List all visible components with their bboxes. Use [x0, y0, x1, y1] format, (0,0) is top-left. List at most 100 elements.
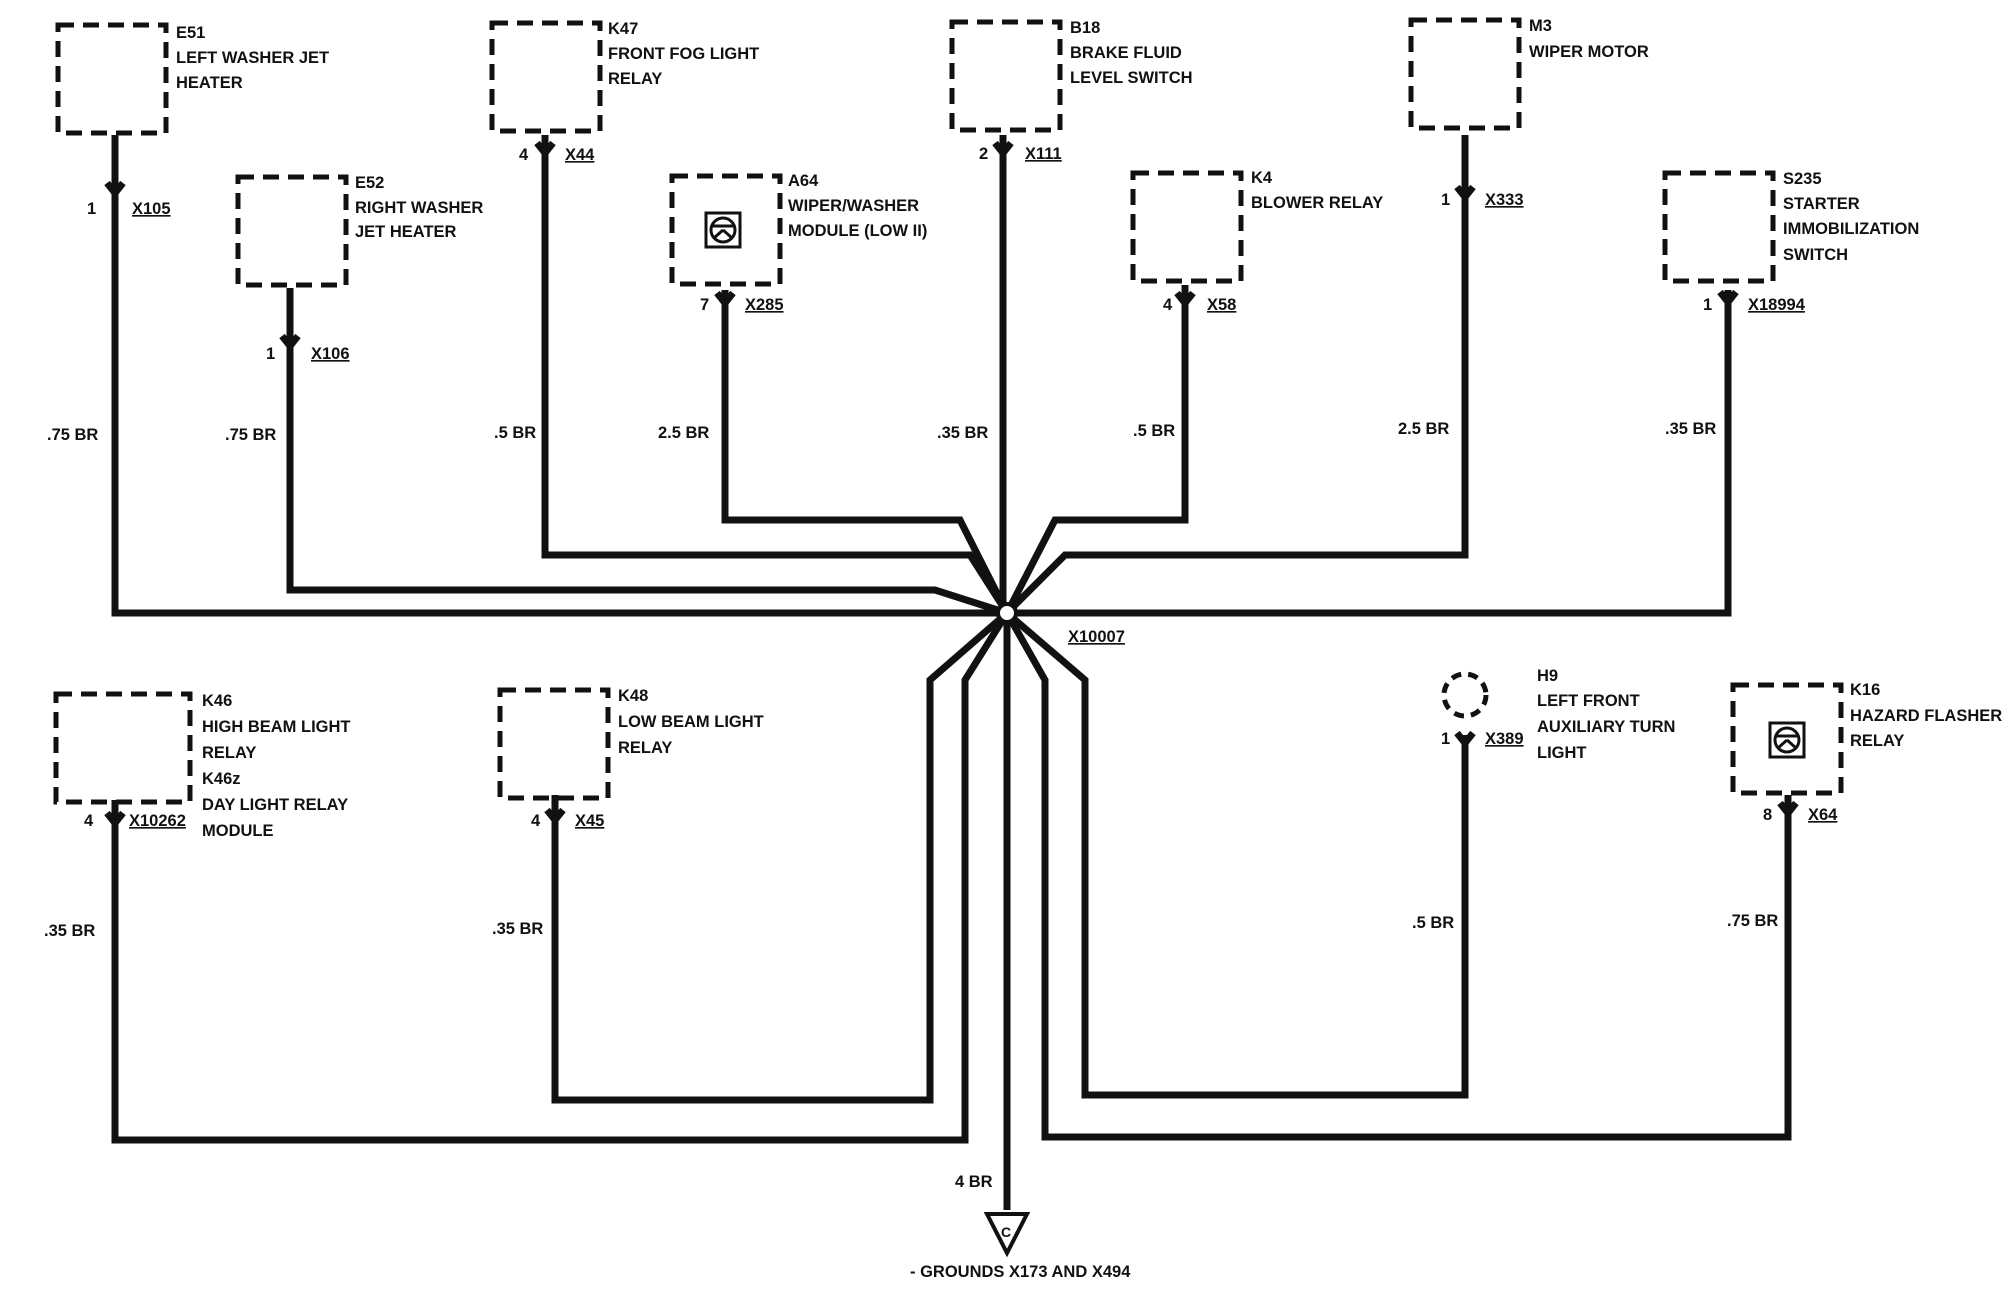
- k47-wire-label: .5 BR: [494, 424, 536, 442]
- k4-pin-arrow: [1174, 290, 1196, 309]
- k48-line2: RELAY: [618, 739, 672, 757]
- s235-pin: 1: [1703, 296, 1712, 314]
- h9-line1: LEFT FRONT: [1537, 692, 1640, 710]
- k4-box: [1130, 170, 1244, 284]
- component-b18: B18 BRAKE FLUID LEVEL SWITCH 2 X111 .35 …: [937, 19, 1193, 442]
- m3-line1: WIPER MOTOR: [1529, 43, 1649, 61]
- component-a64: A64 WIPER/WASHER MODULE (LOW II) 7 X285 …: [658, 172, 927, 442]
- k47-pin-arrow: [534, 140, 556, 159]
- component-k4: K4 BLOWER RELAY 4 X58 .5 BR: [1130, 169, 1383, 440]
- ground-label: - GROUNDS X173 AND X494: [910, 1263, 1131, 1281]
- m3-pin: 1: [1441, 191, 1450, 209]
- component-e51: E51 LEFT WASHER JET HEATER 1 X105 .75 BR: [47, 22, 329, 444]
- component-s235: S235 STARTER IMMOBILIZATION SWITCH 1 X18…: [1662, 170, 1919, 438]
- module-icon: [704, 211, 742, 249]
- k46-wire-label: .35 BR: [44, 922, 95, 940]
- k47-id: K47: [608, 20, 638, 38]
- wire-k4: [1003, 285, 1189, 615]
- wire-s235: [1007, 290, 1732, 617]
- e52-line1: RIGHT WASHER: [355, 199, 483, 217]
- ground-wire-label: 4 BR: [955, 1173, 993, 1191]
- component-e52: E52 RIGHT WASHER JET HEATER 1 X106 .75 B…: [225, 174, 483, 444]
- k4-pin: 4: [1163, 296, 1173, 314]
- s235-line1: STARTER: [1783, 195, 1860, 213]
- k16-connector: X64: [1808, 806, 1838, 824]
- a64-pin-arrow: [714, 290, 736, 309]
- ground-triangle-icon: [983, 1212, 1031, 1258]
- k48-wire-label: .35 BR: [492, 920, 543, 938]
- s235-line2: IMMOBILIZATION: [1783, 220, 1919, 238]
- wire-h9: [1004, 610, 1469, 1099]
- s235-wire-label: .35 BR: [1665, 420, 1716, 438]
- m3-id: M3: [1529, 17, 1552, 35]
- k46-pin: 4: [84, 812, 94, 830]
- wire-k46: [111, 611, 1010, 1144]
- wire-k48: [551, 610, 1010, 1104]
- splice-label: X10007: [1068, 628, 1125, 646]
- wire-e51: [111, 135, 1007, 617]
- component-k46: K46 HIGH BEAM LIGHT RELAY K46z DAY LIGHT…: [44, 691, 351, 940]
- m3-connector: X333: [1485, 191, 1524, 209]
- e51-id: E51: [176, 24, 205, 42]
- component-k16: K16 HAZARD FLASHER RELAY 8 X64 .75 BR: [1727, 681, 2002, 930]
- wire-k47: [541, 135, 1010, 615]
- k47-line1: FRONT FOG LIGHT: [608, 45, 759, 63]
- k4-line1: BLOWER RELAY: [1251, 194, 1383, 212]
- component-m3: M3 WIPER MOTOR 1 X333 2.5 BR: [1398, 17, 1649, 438]
- k16-wire-label: .75 BR: [1727, 912, 1778, 930]
- k48-pin: 4: [531, 812, 541, 830]
- b18-pin-arrow: [992, 140, 1014, 159]
- k48-pin-arrow: [544, 807, 566, 826]
- k48-box: [497, 687, 611, 801]
- s235-box: [1662, 170, 1776, 284]
- b18-pin: 2: [979, 145, 988, 163]
- component-k48: K48 LOW BEAM LIGHT RELAY 4 X45 .35 BR: [492, 687, 764, 938]
- e52-line2: JET HEATER: [355, 223, 457, 241]
- h9-id: H9: [1537, 667, 1558, 685]
- wires-bottom: [111, 610, 1792, 1210]
- k46-pin-arrow: [104, 810, 126, 829]
- e52-wire-label: .75 BR: [225, 426, 276, 444]
- k4-wire-label: .5 BR: [1133, 422, 1175, 440]
- e51-pin-arrow: [104, 180, 126, 199]
- k46-id: K46: [202, 692, 232, 710]
- k16-id: K16: [1850, 681, 1880, 699]
- h9-pin: 1: [1441, 730, 1450, 748]
- h9-pin-arrow: [1454, 730, 1476, 749]
- h9-bulb: [1441, 671, 1489, 719]
- k16-pin: 8: [1763, 806, 1772, 824]
- e51-connector: X105: [132, 200, 171, 218]
- wires-top: [111, 135, 1732, 617]
- k48-id: K48: [618, 687, 648, 705]
- e51-box: [55, 22, 169, 136]
- s235-pin-arrow: [1717, 289, 1739, 308]
- h9-line3: LIGHT: [1537, 744, 1587, 762]
- e51-line2: HEATER: [176, 74, 243, 92]
- b18-connector: X111: [1025, 145, 1062, 163]
- wire-m3: [1004, 135, 1469, 616]
- m3-pin-arrow: [1454, 184, 1476, 203]
- splice-node: [996, 602, 1018, 624]
- e51-wire-label: .75 BR: [47, 426, 98, 444]
- k47-pin: 4: [519, 146, 529, 164]
- module-icon: [1768, 721, 1806, 759]
- k46-line2: RELAY: [202, 744, 256, 762]
- e51-line1: LEFT WASHER JET: [176, 49, 329, 67]
- e52-id: E52: [355, 174, 384, 192]
- component-h9: H9 LEFT FRONT AUXILIARY TURN LIGHT 1 X38…: [1412, 667, 1675, 932]
- k47-line2: RELAY: [608, 70, 662, 88]
- e52-box: [235, 174, 349, 288]
- k47-connector: X44: [565, 146, 595, 164]
- e52-pin: 1: [266, 345, 275, 363]
- ground-symbol: C: [1001, 1224, 1011, 1240]
- k48-line1: LOW BEAM LIGHT: [618, 713, 764, 731]
- k46-line1: HIGH BEAM LIGHT: [202, 718, 351, 736]
- b18-id: B18: [1070, 19, 1100, 37]
- b18-line1: BRAKE FLUID: [1070, 44, 1182, 62]
- b18-box: [949, 19, 1063, 133]
- k4-id: K4: [1251, 169, 1273, 187]
- k16-line2: RELAY: [1850, 732, 1904, 750]
- wire-a64: [721, 290, 1011, 615]
- ground: 4 BR C - GROUNDS X173 AND X494: [910, 1173, 1131, 1281]
